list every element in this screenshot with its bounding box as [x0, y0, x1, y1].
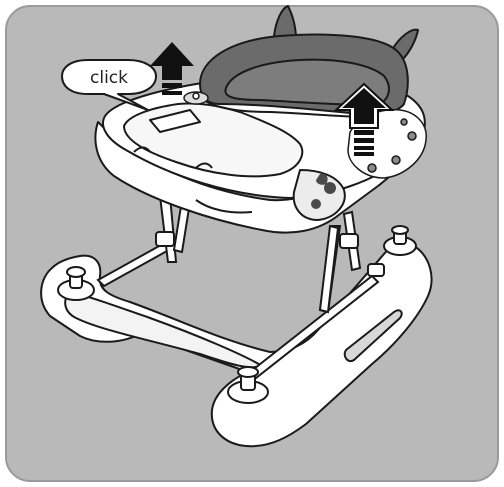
callout-text: click [90, 68, 128, 88]
toy-dot-d [401, 119, 407, 125]
hinge-right-2 [368, 264, 384, 276]
decor-dot-1 [311, 199, 321, 209]
toy-dot-c [408, 132, 416, 140]
lock-button [184, 92, 208, 104]
toy-dot-b [392, 156, 400, 164]
hinge-right [340, 234, 358, 248]
hinge-left [156, 232, 174, 246]
toy-dot-a [368, 164, 376, 172]
